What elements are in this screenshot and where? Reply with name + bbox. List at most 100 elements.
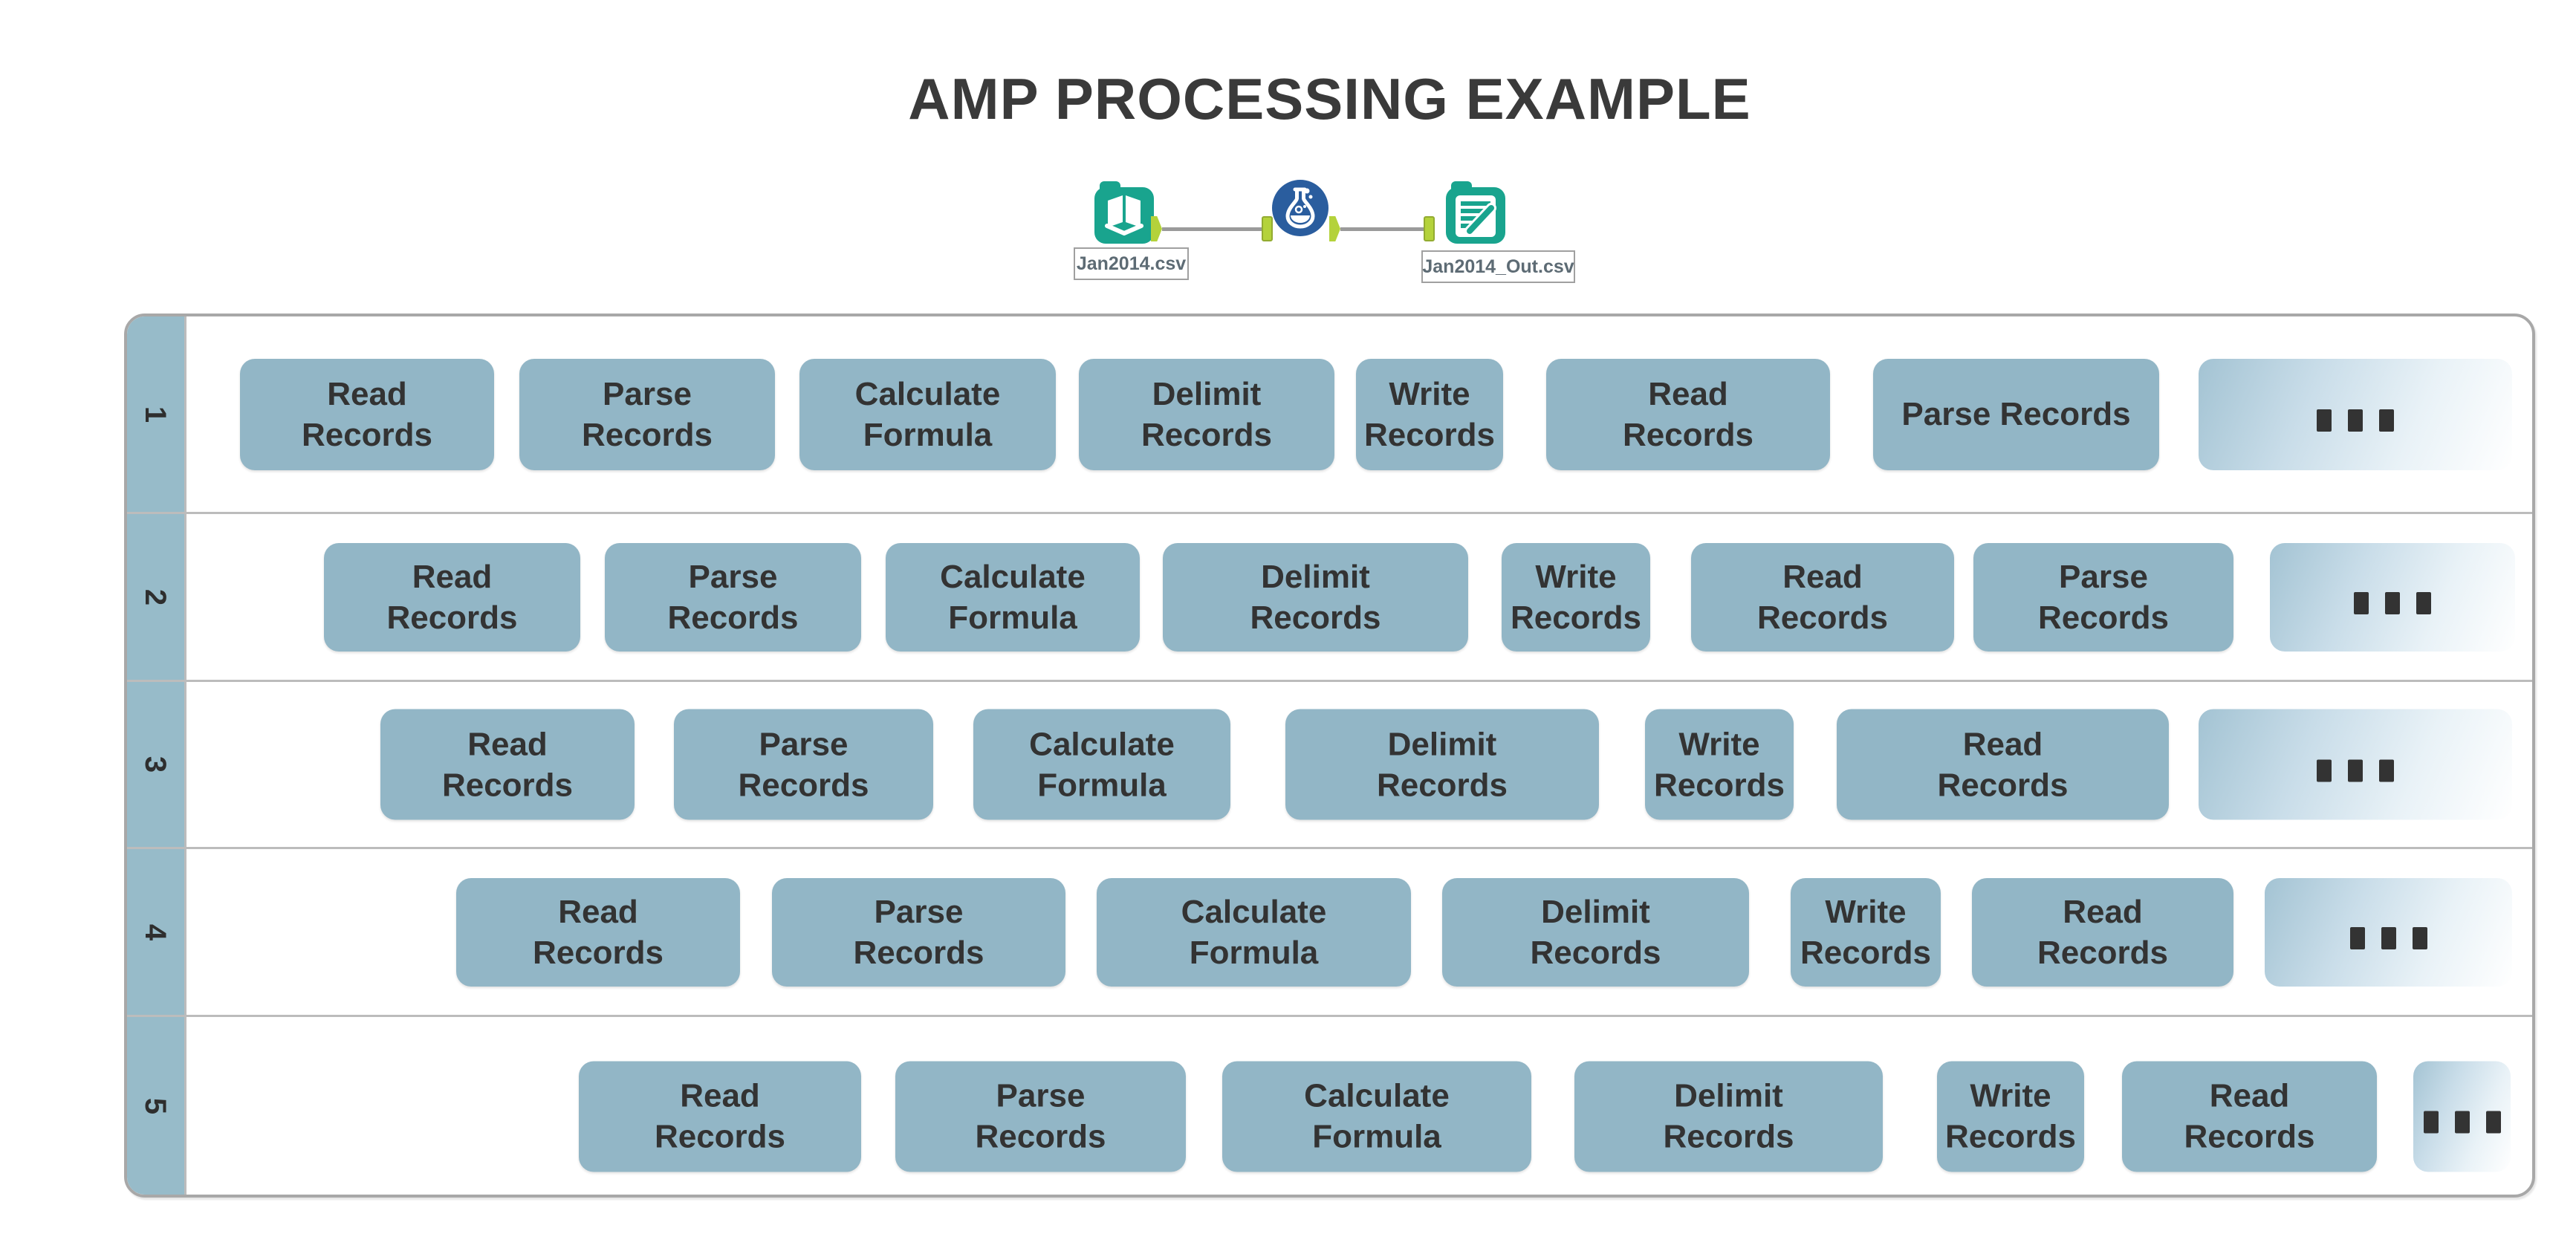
process-block-label: Records (441, 767, 574, 803)
process-block-label: Write (1535, 558, 1617, 595)
process-block-label: Write (1970, 1077, 2051, 1114)
ellipsis-dot (2379, 409, 2394, 432)
lane-number-cell: 1 (127, 316, 186, 512)
ellipsis-dots (2317, 759, 2394, 782)
page-title: AMP PROCESSING EXAMPLE (908, 66, 1751, 131)
lane-number: 5 (139, 1097, 172, 1114)
process-block-label: Read (2209, 1077, 2290, 1114)
process-block-label: Parse (996, 1077, 1086, 1114)
process-block-label: Read (1782, 558, 1863, 595)
process-block-label: Parse (2059, 558, 2148, 595)
process-block-label: Records (853, 934, 984, 971)
more-block (2413, 1061, 2511, 1172)
lane-number: 1 (139, 406, 172, 423)
lane-number: 2 (139, 588, 172, 605)
process-block-label: Delimit (1152, 375, 1262, 412)
process-block-label: Delimit (1674, 1077, 1783, 1114)
ellipsis-dot (2385, 591, 2400, 614)
process-block-label: Formula (1189, 934, 1319, 971)
lane-number-cell: 4 (127, 849, 186, 1015)
process-block-label: Records (2037, 934, 2169, 971)
input-file-label: Jan2014.csv (1074, 247, 1189, 280)
process-block-label: Read (2063, 893, 2143, 930)
output-data-tool-icon (1444, 178, 1507, 249)
ellipsis-dot (2317, 759, 2332, 782)
process-block-label: Write (1389, 375, 1470, 412)
workflow-strip: Jan2014.csv Jan2014_Out.csv (1074, 177, 1609, 288)
process-block-label: Read (327, 375, 407, 412)
connector-in-anchor (1424, 216, 1435, 241)
process-block-label: Records (1510, 599, 1642, 636)
process-block-label: Delimit (1541, 893, 1650, 930)
process-block-label: Records (1937, 767, 2069, 803)
process-block-label: Parse (603, 375, 692, 412)
ellipsis-dot (2349, 926, 2365, 949)
process-block-label: Calculate (1181, 893, 1327, 930)
lane-number: 4 (139, 923, 172, 940)
lane-number-cell: 3 (127, 682, 186, 847)
process-block-label: Records (667, 599, 799, 636)
ellipsis-dot (2485, 1111, 2501, 1134)
connector-line (1162, 227, 1262, 231)
process-block-label: Records (1756, 599, 1889, 636)
process-block-label: Read (412, 558, 493, 595)
process-block-label: Records (1663, 1118, 1794, 1155)
process-block-label: Delimit (1261, 558, 1370, 595)
process-block-label: Calculate (1304, 1077, 1450, 1114)
process-block-label: Records (1250, 599, 1381, 636)
input-data-tool-icon (1093, 178, 1155, 249)
process-block-label: Formula (1037, 767, 1167, 803)
lane-number: 3 (139, 756, 172, 773)
ellipsis-dot (2423, 1111, 2439, 1134)
process-block-label: Read (1648, 375, 1728, 412)
process-block-label: Records (2184, 1118, 2315, 1155)
more-block (2199, 709, 2512, 820)
ellipsis-dot (2412, 926, 2427, 949)
process-block-label: Records (386, 599, 518, 636)
ellipsis-dot (2354, 591, 2369, 614)
ellipsis-dot (2416, 591, 2431, 614)
lane-number-cell: 2 (127, 514, 186, 680)
connector-out-anchor (1329, 216, 1340, 241)
process-block-label: Records (1530, 934, 1661, 971)
process-block-label: Formula (1312, 1118, 1441, 1155)
process-block-label: Records (654, 1118, 786, 1155)
process-block-label: Records (2037, 599, 2170, 636)
process-block-label: Write (1825, 893, 1907, 930)
more-block (2270, 542, 2515, 652)
ellipsis-dot (2379, 759, 2394, 782)
process-block-label: Calculate (854, 375, 1001, 412)
formula-tool-icon (1272, 180, 1328, 240)
